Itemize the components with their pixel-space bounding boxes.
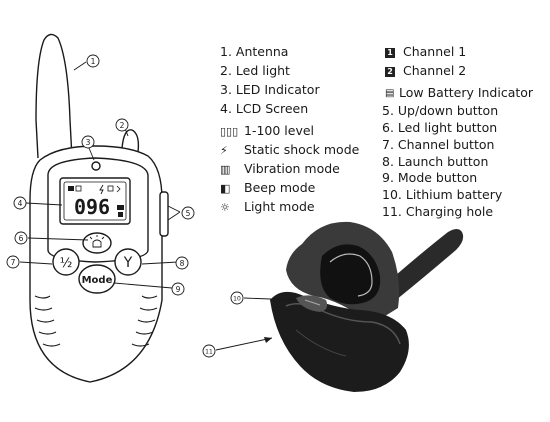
light-icon: ☼ [220, 201, 230, 214]
svg-text:7: 7 [11, 258, 16, 267]
lcd-value: 096 [74, 195, 110, 219]
lcd-contents: 096 [68, 184, 124, 219]
parts-list-item: 11. Charging hole [382, 203, 494, 219]
up-down-button[interactable] [159, 191, 169, 237]
parts-list-item: 6. Led light button [382, 119, 498, 135]
parts-list-item: 5. Up/down button [382, 103, 499, 119]
callout-1: 1 [86, 54, 100, 68]
callout-leaders [19, 61, 297, 351]
channel-2-icon: 2 [385, 66, 395, 77]
svg-text:2: 2 [120, 121, 125, 130]
callout-9: 9 [171, 282, 185, 296]
mode-item-static: ⚡ Static shock mode [220, 141, 359, 160]
mode-label: Light mode [244, 199, 315, 215]
parts-list-item: 2. Led light [220, 63, 290, 79]
led-indicator [91, 161, 101, 171]
callout-11: 11 [202, 344, 216, 358]
svg-text:5: 5 [186, 209, 191, 218]
parts-list-item: 10. Lithium battery [382, 187, 503, 203]
remote-transmitter [29, 33, 169, 383]
channel-item-2: 2 Channel 2 [385, 62, 466, 81]
remote-led-nub [121, 129, 140, 153]
side-grips [34, 295, 158, 347]
callout-7: 7 [6, 255, 20, 269]
mode-item-beep: ◧ Beep mode [220, 179, 359, 198]
mode-button[interactable] [78, 264, 116, 294]
callout-4: 4 [13, 196, 27, 210]
led-light-button[interactable] [82, 232, 112, 254]
channel-button-label: ½ [60, 256, 73, 271]
launch-button[interactable] [114, 248, 142, 276]
mode-item-light: ☼ Light mode [220, 198, 359, 217]
mode-label: Vibration mode [244, 161, 340, 177]
parts-list-item: 1. Antenna [220, 44, 289, 60]
parts-list-item: 8. Launch button [382, 153, 489, 169]
channel-item-1: 1 Channel 1 [385, 43, 466, 62]
channel-1-icon: 1 [385, 47, 395, 58]
channel-label: Channel 1 [403, 44, 467, 60]
svg-text:9: 9 [176, 285, 181, 294]
callout-arrows [264, 297, 296, 343]
receiver-antenna [388, 229, 464, 300]
lcd-screen [59, 177, 131, 225]
mode-label: Beep mode [244, 180, 316, 196]
mode-label: 1-100 level [244, 123, 315, 139]
parts-list-2: 5. Up/down button 6. Led light button 7.… [382, 103, 502, 221]
callout-markers: 1 2 3 4 5 6 7 8 9 10 11 [6, 54, 244, 358]
svg-text:3: 3 [86, 138, 91, 147]
svg-text:6: 6 [19, 234, 24, 243]
battery-icon: ▤ [385, 87, 395, 99]
receiver-lid [270, 291, 409, 392]
callout-6: 6 [14, 231, 28, 245]
led-button-light-icon [89, 235, 105, 248]
battery-indicator: ▤ Low Battery Indicator [385, 84, 533, 103]
receiver-battery-cavity [320, 244, 381, 305]
mode-item-vibration: ▥ Vibration mode [220, 160, 359, 179]
parts-list-item: 3. LED Indicator [220, 82, 320, 98]
mode-item-level: ▯▯▯ 1-100 level [220, 122, 359, 141]
receiver-collar [270, 221, 464, 392]
vibration-icon: ▥ [220, 163, 231, 176]
parts-list-item: 9. Mode button [382, 170, 478, 186]
parts-list: 1. Antenna 2. Led light 3. LED Indicator… [220, 43, 320, 119]
level-icon: ▯▯▯ [220, 125, 239, 138]
launch-button-label: Y [123, 255, 133, 271]
channel-list: 1 Channel 1 2 Channel 2 [385, 43, 466, 81]
svg-text:8: 8 [180, 259, 185, 268]
callout-3: 3 [81, 135, 95, 149]
svg-text:11: 11 [205, 349, 213, 356]
mode-label: Static shock mode [244, 142, 360, 158]
parts-list-item: 7. Channel button [382, 136, 495, 152]
callout-10: 10 [230, 291, 244, 305]
parts-list-item: 4. LCD Screen [220, 101, 309, 117]
remote-antenna [35, 33, 73, 159]
battery-label: Low Battery Indicator [399, 85, 534, 101]
mode-button-label: Mode [82, 275, 113, 286]
channel-button[interactable] [52, 248, 80, 276]
svg-text:10: 10 [233, 296, 241, 303]
svg-text:4: 4 [18, 199, 23, 208]
svg-text:1: 1 [91, 57, 96, 66]
callout-2: 2 [115, 118, 129, 132]
modes-list: ▯▯▯ 1-100 level ⚡ Static shock mode ▥ Vi… [220, 122, 359, 217]
callout-8: 8 [175, 256, 189, 270]
channel-label: Channel 2 [403, 63, 467, 79]
bolt-icon: ⚡ [220, 144, 228, 157]
callout-5: 5 [181, 206, 195, 220]
beep-icon: ◧ [220, 182, 231, 195]
